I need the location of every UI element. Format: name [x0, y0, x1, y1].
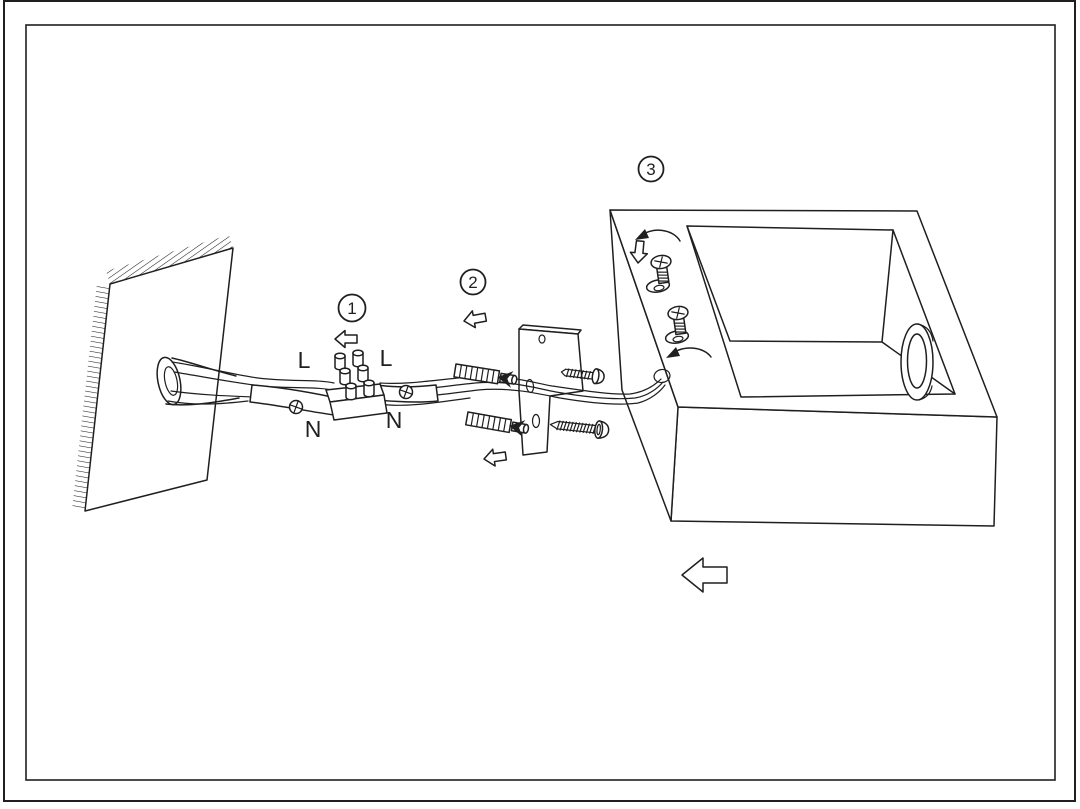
bracket-plate — [518, 328, 584, 456]
wire-label-neutral-right: N — [386, 407, 403, 433]
screw-threads — [556, 420, 597, 435]
terminal-block — [325, 349, 388, 421]
step-1-badge: 1 — [337, 293, 367, 323]
step-1-number: 1 — [347, 299, 356, 318]
wire-3 — [379, 384, 666, 405]
anchor-neck-end — [511, 374, 518, 385]
wire-4 — [378, 397, 471, 406]
push-left-arrow-icon-bracket — [482, 446, 508, 469]
cable-hole-housing — [653, 368, 671, 384]
wall-anchor-upper — [453, 363, 518, 388]
ring-inner — [906, 333, 928, 389]
push-down-arrow-icon — [629, 239, 649, 264]
earth-screw-right — [398, 384, 414, 400]
earth-screw-left — [288, 399, 304, 415]
wire-4 — [167, 400, 249, 405]
horn-top-line — [171, 357, 237, 377]
wire-3 — [170, 390, 255, 398]
inner-border — [25, 24, 1056, 781]
terminal-screw-barrels — [334, 349, 375, 401]
screw-threads — [673, 322, 687, 333]
push-left-arrow-icon-step1 — [334, 329, 358, 349]
fixture-cable — [375, 368, 671, 406]
barrel — [339, 367, 351, 386]
barrel — [357, 364, 369, 383]
ring-thickness — [917, 323, 934, 401]
bracket-hole-top — [538, 334, 546, 344]
wall-anchor-lower — [464, 411, 530, 437]
cross-slot — [289, 400, 303, 414]
rotate-arrow-lower — [666, 347, 712, 358]
lamp-housing — [609, 209, 998, 527]
anchor-ribs — [470, 412, 507, 433]
arrowhead — [666, 347, 680, 358]
bracket-screw-upper — [560, 368, 605, 385]
page-borders — [3, 0, 1076, 802]
screw-threads — [565, 368, 591, 380]
cross-slot — [399, 385, 413, 399]
wire-1 — [379, 375, 662, 395]
screw-head — [591, 368, 600, 385]
barrel — [334, 352, 346, 371]
fixing-screw-upper — [650, 254, 672, 285]
hole-rim — [163, 366, 179, 396]
barrel — [352, 349, 364, 368]
phillips-cross — [654, 256, 668, 268]
anchor-ribs — [458, 364, 495, 384]
barrel — [345, 382, 357, 401]
screw-head-inner — [596, 423, 601, 436]
anchor-wing-arrow — [509, 420, 526, 437]
wire-label-live-right: L — [380, 345, 393, 371]
socket-ring — [900, 323, 934, 401]
step-3-circle — [637, 155, 665, 183]
housing-front-face — [670, 406, 998, 527]
housing-inner-walls — [686, 225, 956, 395]
wire-1 — [171, 361, 335, 384]
wire-2 — [380, 381, 664, 400]
outer-border — [3, 0, 1076, 802]
step-2-badge: 2 — [459, 268, 487, 296]
anchor-wing-arrow — [497, 371, 514, 388]
phillips-cross — [671, 307, 685, 319]
fixing-screw-lower — [667, 305, 689, 336]
anchor-neck-end — [522, 423, 530, 434]
bracket-hole-bottom — [531, 413, 541, 429]
barrel — [363, 379, 375, 398]
bracket-screw-lower — [549, 420, 610, 439]
mounting-bracket — [518, 324, 584, 456]
wire-label-live-left: L — [298, 347, 311, 373]
wall-section — [72, 235, 234, 512]
wall-hatching-left — [72, 283, 110, 511]
push-left-arrow-icon-step2 — [461, 308, 488, 331]
arrowhead — [635, 229, 649, 240]
terminal-front-face — [329, 394, 388, 421]
step-3-number: 3 — [646, 160, 655, 179]
wire-label-neutral-left: N — [305, 416, 322, 442]
rotate-arrow-upper — [635, 229, 681, 242]
wall-hatching-top — [106, 235, 233, 284]
step-3-badge: 3 — [637, 155, 665, 183]
screw-threads — [656, 271, 670, 282]
step-2-circle — [459, 268, 487, 296]
step-1-circle — [337, 293, 367, 323]
slot-inner — [653, 284, 665, 292]
slot-inner — [672, 335, 684, 343]
step-2-number: 2 — [468, 273, 477, 292]
push-left-arrow-icon-housing — [681, 557, 728, 593]
